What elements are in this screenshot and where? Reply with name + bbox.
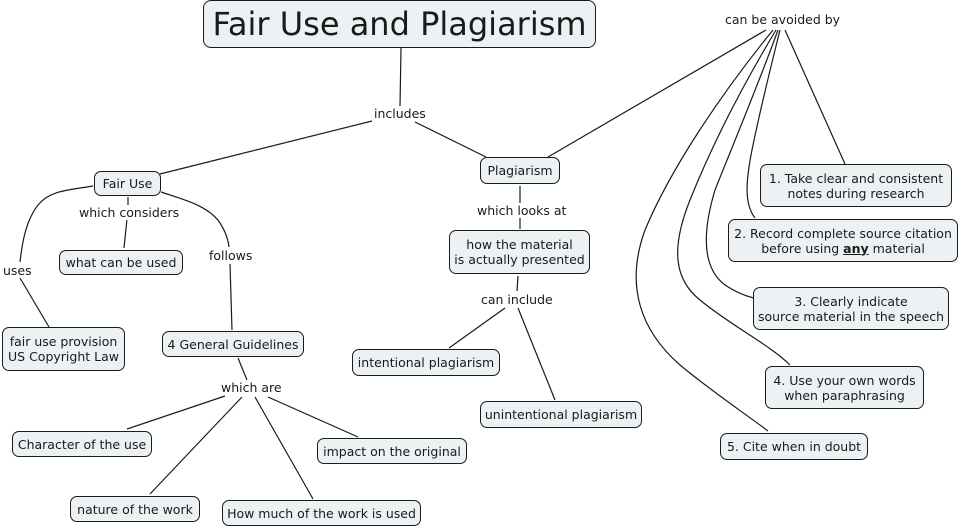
step-label-line-1: 2. Record complete source citation [734, 225, 952, 241]
concept-label: Character of the use [17, 436, 147, 452]
concept-4-general-guidelines[interactable]: 4 General Guidelines [162, 331, 304, 357]
connector [746, 29, 781, 219]
step-label-line-2: source material in the speech [757, 308, 945, 324]
connector [705, 29, 779, 299]
concept-label: 4 General Guidelines [167, 336, 299, 352]
concept-label-line-2: US Copyright Law [8, 349, 119, 364]
link-uses: uses [1, 263, 34, 278]
connector [399, 47, 402, 107]
connector [517, 307, 556, 401]
concept-label-line-2: is actually presented [454, 252, 585, 267]
link-follows: follows [207, 248, 255, 263]
concept-unintentional-plagiarism[interactable]: unintentional plagiarism [480, 401, 642, 428]
concept-how-much-used[interactable]: How much of the work is used [222, 500, 421, 526]
concept-label: Plagiarism [487, 163, 553, 178]
step-label-text: material [868, 240, 925, 256]
concept-plagiarism[interactable]: Plagiarism [480, 157, 560, 184]
link-includes: includes [372, 106, 428, 121]
concept-label: Fair Use [102, 176, 153, 191]
connector [237, 357, 248, 381]
connector [267, 396, 359, 438]
concept-fair-use-provision[interactable]: fair use provision US Copyright Law [2, 327, 125, 371]
connector [516, 275, 519, 292]
concept-label: How much of the work is used [227, 505, 416, 521]
concept-intentional-plagiarism[interactable]: intentional plagiarism [352, 349, 500, 376]
connector [19, 277, 50, 328]
connector [159, 120, 373, 175]
link-which-looks-at: which looks at [475, 203, 569, 218]
concept-what-can-be-used[interactable]: what can be used [59, 250, 183, 275]
step-4-own-words[interactable]: 4. Use your own words when paraphrasing [765, 366, 924, 409]
concept-character-of-use[interactable]: Character of the use [12, 431, 152, 457]
emphasis-any: any [843, 240, 869, 256]
connector [160, 191, 230, 248]
concept-label-line-1: how the material [466, 237, 573, 252]
step-3-indicate-source[interactable]: 3. Clearly indicate source material in t… [753, 287, 949, 330]
step-label: 5. Cite when in doubt [726, 439, 862, 454]
step-1-take-notes[interactable]: 1. Take clear and consistent notes durin… [760, 164, 952, 207]
concept-nature-of-work[interactable]: nature of the work [70, 496, 200, 522]
concept-label: impact on the original [323, 443, 461, 459]
step-label-line-2: when paraphrasing [784, 387, 905, 403]
connector [254, 396, 314, 500]
link-which-are: which are [219, 380, 284, 395]
link-which-considers: which considers [77, 205, 182, 220]
step-5-cite-when-in-doubt[interactable]: 5. Cite when in doubt [720, 433, 868, 460]
connector [547, 29, 767, 158]
concept-how-presented[interactable]: how the material is actually presented [449, 230, 590, 274]
step-label-line-1: 1. Take clear and consistent [768, 170, 944, 186]
step-label-line-2: before using any material [761, 241, 925, 256]
connector [229, 263, 233, 331]
connector [149, 396, 243, 495]
connector [19, 185, 94, 263]
connector [448, 307, 506, 349]
step-label-line-1: 3. Clearly indicate [794, 293, 908, 309]
concept-fair-use[interactable]: Fair Use [94, 171, 161, 196]
connector [677, 29, 791, 366]
connector [635, 29, 774, 432]
concept-impact-on-original[interactable]: impact on the original [317, 438, 467, 464]
concept-label: nature of the work [77, 501, 193, 517]
step-label-text: before using [761, 240, 844, 256]
connector [784, 29, 846, 165]
concept-label-line-1: fair use provision [9, 334, 118, 349]
step-label-line-1: 4. Use your own words [773, 372, 916, 388]
connector [414, 121, 487, 158]
step-2-record-citation[interactable]: 2. Record complete source citation befor… [728, 219, 958, 262]
connector [123, 218, 128, 249]
link-can-be-avoided-by: can be avoided by [723, 12, 843, 27]
concept-label: unintentional plagiarism [484, 407, 638, 422]
concept-label: what can be used [65, 255, 177, 270]
link-can-include: can include [479, 292, 555, 307]
concept-label: intentional plagiarism [357, 355, 495, 370]
step-label-line-2: notes during research [787, 185, 925, 201]
connector [126, 395, 226, 430]
title-text: Fair Use and Plagiarism [212, 5, 587, 43]
title-node[interactable]: Fair Use and Plagiarism [203, 0, 596, 48]
